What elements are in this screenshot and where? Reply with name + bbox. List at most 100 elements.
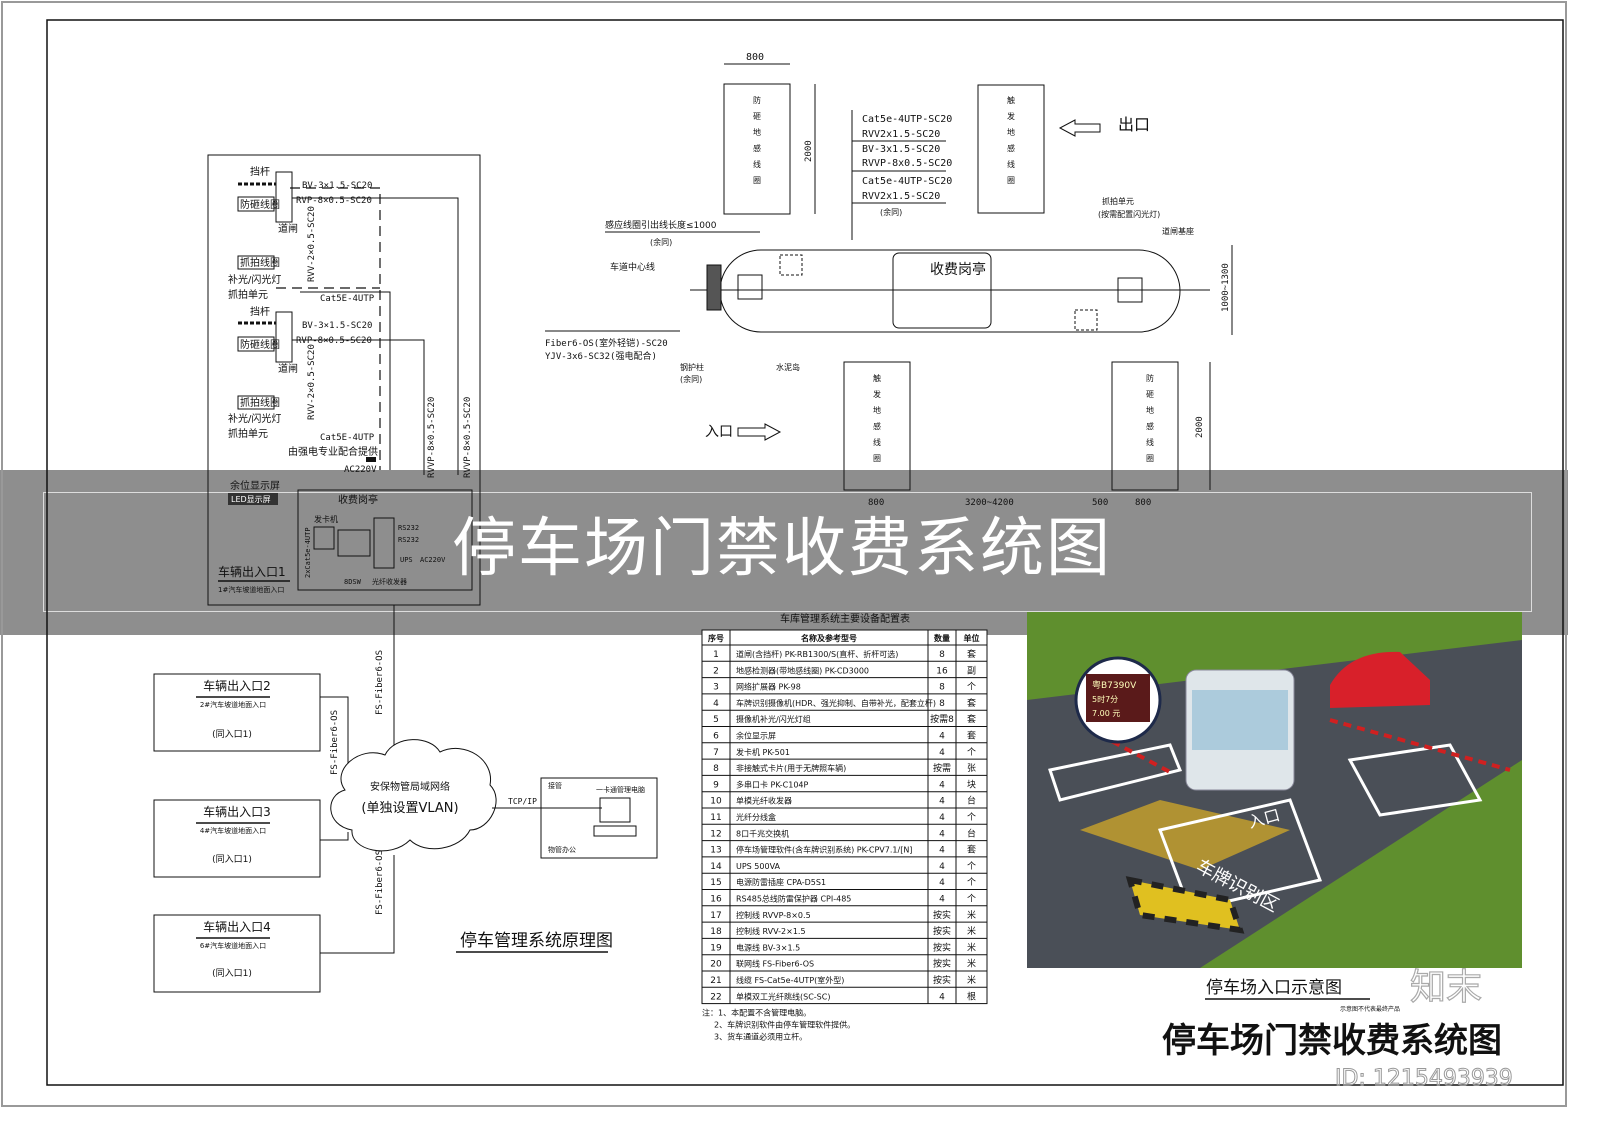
table-cell: 16 [710,895,722,905]
anti-smash-coil-label: 防砸线圈 [240,338,280,351]
remaining-display-label: 余位显示屏 [230,479,280,492]
cable-label: RVP-8×0.5-SC20 [296,196,372,206]
anti-smash-coil-box [723,83,791,215]
table-cell: 控制线 RVV-2×1.5 [736,926,806,936]
trigger-coil-box [843,361,911,491]
office-box [540,777,658,859]
office-bottom-label: 物管办公 [548,845,576,854]
coil-label: 防砸地感线圈 [753,95,762,192]
table-cell: 网络扩展器 PK-98 [736,682,801,692]
table-cell: 19 [710,943,722,953]
table-cell: 个 [967,682,976,693]
table-note: 2、车牌识别软件由停车管理软件提供。 [714,1020,855,1030]
tcpip-label: TCP/IP [508,797,537,806]
card-dispenser-icon [313,526,335,550]
entrance-note: (同入口1) [212,729,252,740]
booth-label: 收费岗亭 [338,493,378,506]
watermark-id: ID: 1215493939 [1335,1066,1514,1092]
table-cell: 按需 [933,762,951,774]
entrance-box-4: 车辆出入口4 6#汽车坡道地面入口 (同入口1) [153,914,321,993]
table-cell: 控制线 RVVP-8×0.5 [736,910,811,920]
table-cell: 4 [939,780,945,790]
monitor-icon [337,529,371,557]
table-cell: 摄像机补光/闪光灯组 [736,714,811,724]
ups-label: UPS [400,556,413,564]
outer-border [1,1,1567,1107]
table-header-cell: 数量 [934,633,950,643]
gate-post-icon [275,311,293,363]
table-cell: 14 [710,862,722,872]
vlan-label: (单独设置VLAN) [361,801,458,816]
cable-label: Cat5E-4UTP [320,433,375,443]
table-cell: 16 [936,666,948,676]
table-cell: 个 [967,861,976,872]
capture-note: (按需配置闪光灯) [1098,209,1160,219]
fiber-line-label: Fiber6-OS(室外轻铠)-SC20 [545,337,668,349]
table-cell: 车牌识别摄像机(HDR、强光抑制、自带补光，配套立杆) [736,698,936,708]
table-cell: 单模光纤收发器 [736,796,792,806]
same-note: (余同) [680,374,702,384]
coil-label: 防砸地感线圈 [1146,373,1155,470]
coil-label: 触发地感线圈 [1007,95,1016,192]
drawing-frame [46,19,1564,1086]
table-title: 车库管理系统主要设备配置表 [780,612,910,625]
table-cell: 块 [967,778,976,790]
cable-label: RVV2x1.5-SC20 [862,191,940,202]
exit-arrow-icon [1058,119,1101,137]
computer-icon [599,797,631,823]
cable-label: Cat5e-4UTP-SC20 [862,176,952,187]
capture-unit-label: 抓拍单元 [228,288,268,301]
network-caption: 停车管理系统原理图 [460,931,613,951]
power-note: 由强电专业配合提供 [288,445,378,458]
dim-label: 800 [746,52,764,63]
table-cell: 7 [713,748,719,758]
coil-lead-note: 感应线圈引出线长度≤1000 [605,219,717,231]
table-cell: 20 [710,960,722,970]
table-cell: 4 [713,699,719,709]
lan-label: 安保物管局域网络 [370,780,450,793]
camera-icon [779,254,803,276]
island-label: 水泥岛 [776,362,800,372]
gate-base-icon [1117,277,1143,303]
table-cell: RS485总线防雷保护器 CPI-485 [736,894,851,904]
display-board [1086,674,1150,722]
table-cell: 套 [967,713,976,725]
table-cell: 米 [967,974,976,986]
card-dispenser-label: 发卡机 [314,514,338,524]
cable-list: Cat5e-4UTP-SC20 RVV2x1.5-SC20 BV-3x1.5-S… [851,110,952,240]
cable-label: BV-3x1.5-SC20 [862,144,940,155]
table-cell: 副 [967,665,976,676]
entrance-name: 车辆出入口3 [203,804,271,819]
title-banner-frame [43,492,1532,612]
entrance-box-3: 车辆出入口3 4#汽车坡道地面入口 (同入口1) [153,799,321,878]
table-header-cell: 单位 [964,633,980,643]
entrance1-title: 车辆出入口1 [218,564,286,579]
speed-bump [1125,876,1245,934]
fiber-line-label: YJV-3x6-SC32(强电配合) [545,350,657,362]
render-caption: 停车场入口示意图 [1206,978,1342,998]
dim-label: 800 [1135,498,1151,508]
table-cell: 按实 [933,925,951,937]
table-cell: 6 [713,732,719,742]
cable-label: RVV-2×0.5-SC20 [307,206,317,282]
ac-label: AC220V [344,465,377,475]
gate-label: 道闸 [278,222,298,235]
table-cell: 单模双工光纤跳线(SC-SC) [736,991,830,1001]
table-cell: 米 [967,909,976,921]
table-cell: 4 [939,813,945,823]
entrance1-subtitle: 1#汽车坡道地面入口 [218,585,284,594]
table-cell: 4 [939,862,945,872]
table-cell: 按实 [933,974,951,986]
display-fee: 7.00 元 [1092,709,1120,718]
cat5-dual-label: 2xCat5e-4UTP [304,527,312,578]
table-note: 3、货车通道必须用立杆。 [714,1032,807,1042]
table-cell: 8 [939,683,945,693]
gate-base-label: 道闸基座 [1162,226,1194,236]
table-cell: 个 [967,877,976,888]
table-cell: 4 [939,748,945,758]
table-cell: 电源线 BV-3×1.5 [736,942,800,952]
table-cell: 米 [967,941,976,953]
drawing-title: 停车场门禁收费系统图 [1162,1021,1502,1061]
dim-label: 2000 [1195,416,1205,438]
capture-unit-label: 抓拍单元 [228,427,268,440]
